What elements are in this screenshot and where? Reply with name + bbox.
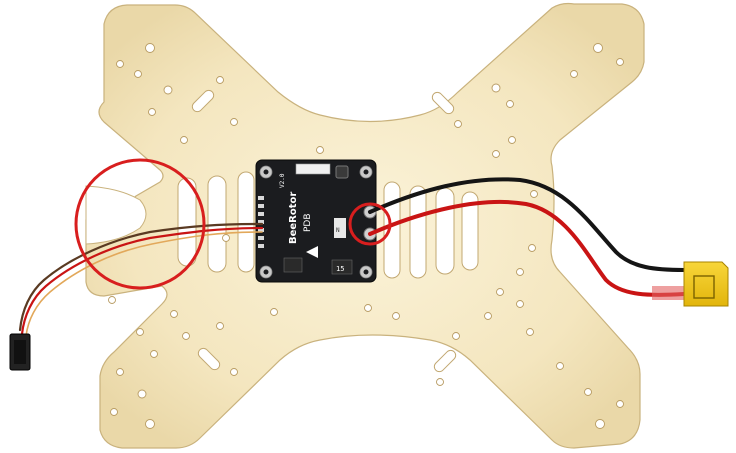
wire-red-signal	[20, 226, 264, 336]
slot-arm-br	[433, 349, 457, 373]
pdb-board: 15 N BeeRotor PDB V2.0	[255, 159, 377, 283]
receiver-lead	[18, 222, 264, 337]
wire-brown	[18, 222, 264, 332]
highlight-receiver-slot	[74, 158, 206, 290]
slot-arm-bl	[197, 347, 221, 371]
small-mark: N	[336, 227, 340, 234]
slot-arm-fr	[431, 91, 455, 115]
board-version: V2.0	[279, 173, 286, 188]
wire-red-battery	[368, 199, 686, 297]
slot-right-2	[409, 185, 427, 279]
servo-connector-opening	[14, 340, 26, 364]
wire-black-battery	[368, 177, 686, 272]
heatshrink	[652, 286, 684, 300]
highlight-battery-pads	[348, 202, 392, 246]
mounting-holes	[108, 43, 624, 429]
board-product: PDB	[303, 213, 313, 232]
battery-lead	[368, 177, 686, 297]
pcb	[255, 159, 377, 283]
chip-label: 15	[336, 265, 344, 273]
slot-left-3	[237, 171, 255, 273]
slot-arm-fl	[191, 89, 215, 113]
small-component	[334, 218, 346, 238]
slot-right-3	[435, 187, 455, 275]
ic-chip	[283, 257, 303, 273]
wire-orange	[25, 231, 263, 337]
slot-right-1	[383, 181, 401, 279]
capacitor	[335, 165, 349, 179]
regulator-chip	[331, 259, 353, 275]
xt60-connector	[683, 261, 729, 307]
orientation-arrow	[306, 246, 318, 258]
receiver-notch	[85, 185, 147, 245]
slot-right-4	[461, 191, 479, 271]
board-brand: BeeRotor	[288, 192, 299, 244]
jst-header	[295, 163, 331, 175]
left-edge-pads	[258, 196, 264, 248]
